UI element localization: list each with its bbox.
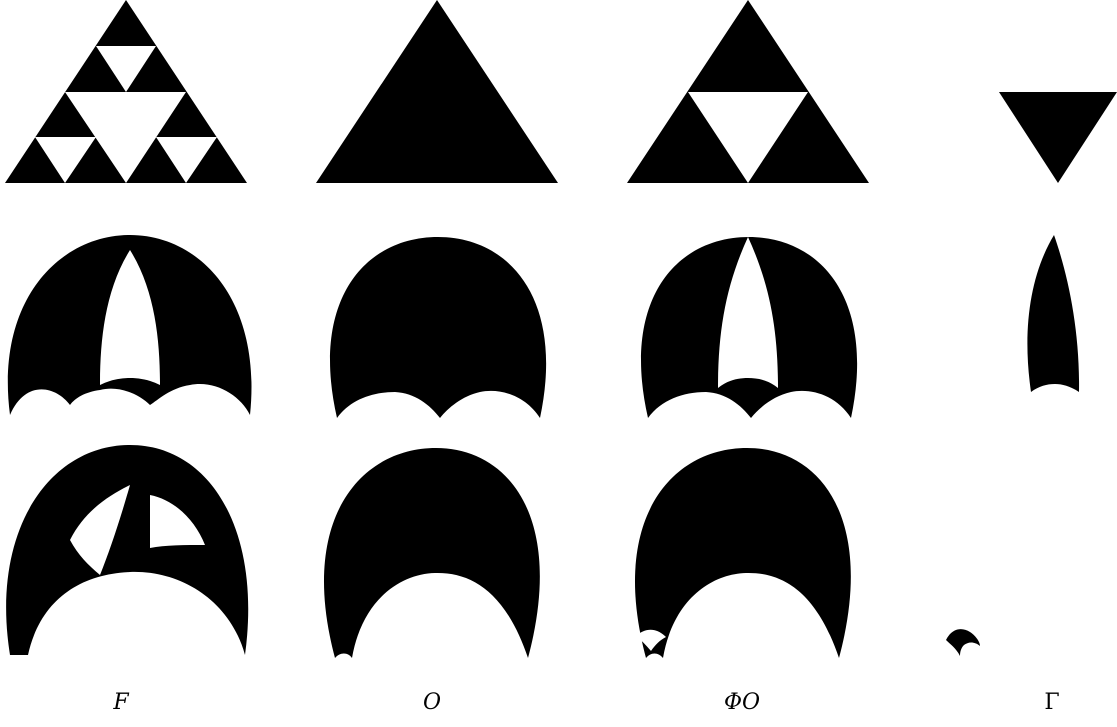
set-O-arch — [330, 237, 546, 418]
fractal-F-arch — [8, 235, 252, 415]
set-Gamma-skewed-arch — [946, 629, 980, 656]
column-label-PhiO: ΦO — [702, 690, 782, 715]
fractal-F-skewed-arch — [6, 445, 248, 655]
set-O-skewed-arch — [324, 448, 540, 658]
set-PhiO-skewed-arch — [635, 448, 851, 658]
set-PhiO-arch — [641, 237, 857, 418]
set-O-triangle — [316, 0, 558, 183]
set-Gamma-arch — [1027, 235, 1079, 392]
set-PhiO-triangle — [627, 0, 869, 183]
fractal-F-triangle — [5, 0, 247, 183]
column-label-F: F — [81, 690, 161, 715]
column-label-Gamma: Γ — [1012, 690, 1092, 715]
set-Gamma-triangle — [999, 92, 1117, 183]
column-label-O: O — [392, 690, 472, 715]
